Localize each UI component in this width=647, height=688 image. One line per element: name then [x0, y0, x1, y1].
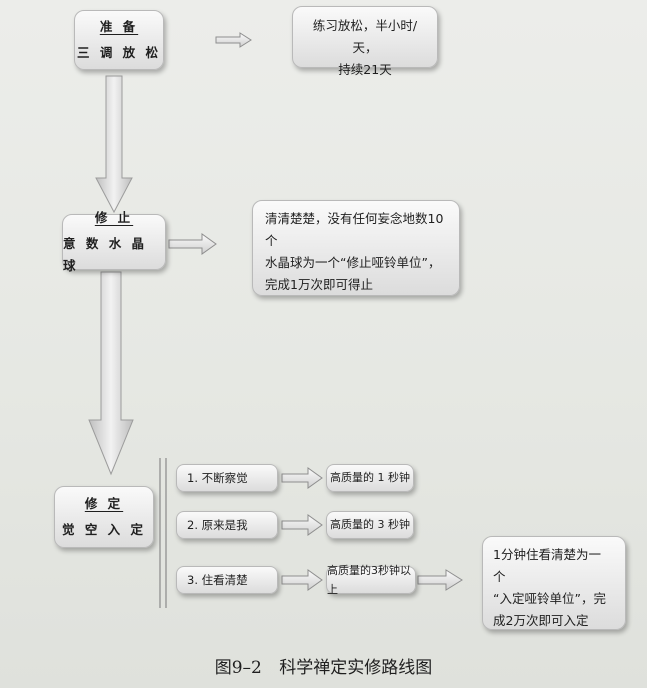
step-2-box: 2. 原来是我: [176, 511, 278, 539]
result-3-label: 高质量的3秒钟以上: [327, 563, 411, 596]
step-1-box: 1. 不断察觉: [176, 464, 278, 492]
arrow-step2: [281, 514, 323, 536]
stage-stop-box: 修 止 意 数 水 晶 球: [62, 210, 166, 273]
arrow-step3: [281, 569, 323, 591]
note-final-line-1: 1分钟住看清楚为一个: [493, 547, 601, 584]
figure-number: 图9–2: [214, 658, 262, 678]
result-3-box: 高质量的3秒钟以上: [326, 564, 416, 596]
note-stage1: 练习放松，半小时/天， 持续21天: [292, 6, 438, 77]
flow-arrow-down-2: [88, 271, 134, 476]
result-1-box: 高质量的 1 秒钟: [326, 464, 414, 492]
step-1-label: 1. 不断察觉: [187, 470, 248, 485]
step-3-label: 3. 住看清楚: [187, 572, 248, 587]
stage-stop-title: 修 止: [94, 210, 134, 226]
arrow-stage2-to-note: [168, 233, 217, 255]
arrow-step1: [281, 467, 323, 489]
result-2-box: 高质量的 3 秒钟: [326, 511, 414, 539]
stage-prepare-subtitle: 三 调 放 松: [76, 45, 162, 60]
result-1-label: 高质量的 1 秒钟: [330, 471, 410, 485]
figure-caption: 图9–2 科学禅定实修路线图: [0, 653, 647, 678]
note-final-line-2: “入定哑铃单位”，完: [493, 590, 606, 606]
step-2-label: 2. 原来是我: [187, 517, 248, 532]
note-final-line-3: 成2万次即可入定: [493, 612, 589, 628]
note-stage2: 清清楚楚，没有任何妄念地数10个 水晶球为一个“修止哑铃单位”， 完成1万次即可…: [252, 200, 460, 296]
stage-samadhi-box: 修 定 觉 空 入 定: [54, 486, 154, 548]
step-3-box: 3. 住看清楚: [176, 566, 278, 594]
note-stage1-line-2: 持续21天: [338, 61, 392, 77]
arrow-stage1-to-note: [215, 32, 252, 48]
arrow-result3-to-final: [417, 569, 463, 591]
stage-prepare-box: 准 备 三 调 放 松: [74, 10, 164, 70]
note-stage2-line-2: 水晶球为一个“修止哑铃单位”，: [265, 254, 441, 270]
result-2-label: 高质量的 3 秒钟: [330, 518, 410, 532]
flow-arrow-down-1: [95, 75, 133, 214]
stage-prepare-title: 准 备: [99, 19, 139, 35]
figure-title: 科学禅定实修路线图: [279, 658, 433, 678]
note-stage2-line-3: 完成1万次即可得止: [265, 276, 373, 292]
stage-stop-subtitle: 意 数 水 晶 球: [63, 236, 148, 273]
note-final: 1分钟住看清楚为一个 “入定哑铃单位”，完 成2万次即可入定: [482, 536, 626, 630]
stage-samadhi-title: 修 定: [84, 496, 124, 512]
note-stage2-line-1: 清清楚楚，没有任何妄念地数10个: [265, 211, 444, 248]
note-stage1-line-1: 练习放松，半小时/天，: [312, 18, 418, 55]
stage-samadhi-subtitle: 觉 空 入 定: [61, 522, 147, 537]
